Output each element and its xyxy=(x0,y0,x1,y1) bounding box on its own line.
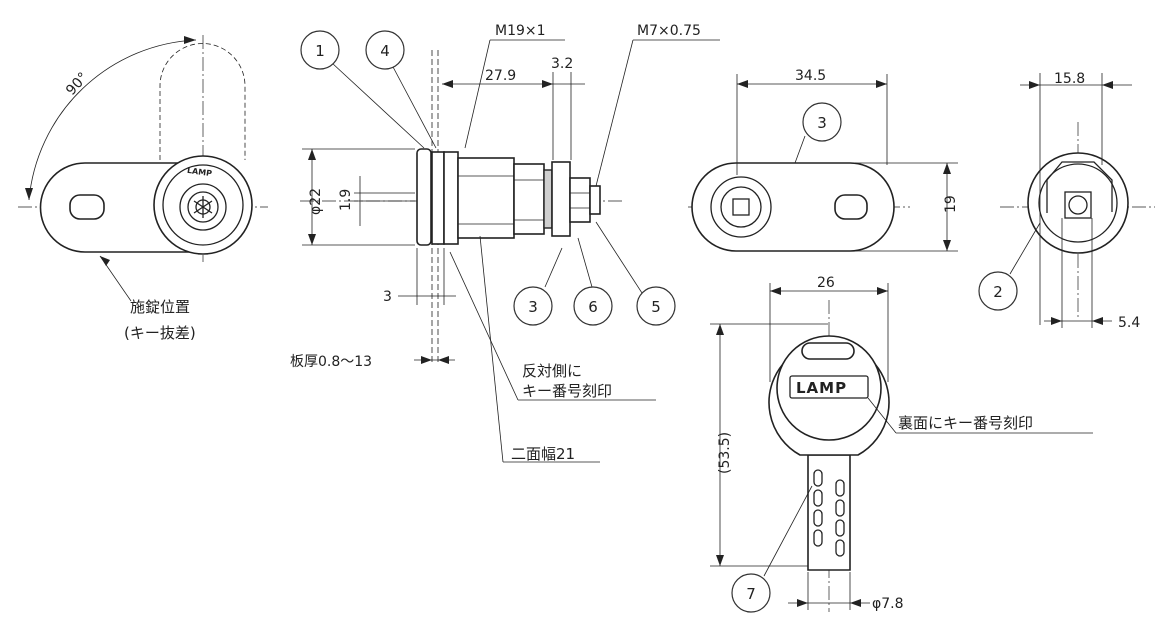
tip-length-label: 3.2 xyxy=(551,56,573,72)
key-insert-label: (キー抜差) xyxy=(124,324,196,342)
callout-5-number: 5 xyxy=(651,298,661,316)
callout-3-side: 3 xyxy=(513,286,553,326)
lock-position-label: 施錠位置 xyxy=(130,298,190,316)
front-width-label: 15.8 xyxy=(1054,71,1085,87)
cam-width-label: 19 xyxy=(943,195,959,213)
callout-4: 4 xyxy=(365,30,405,70)
opposite-note-2: キー番号刻印 xyxy=(522,382,612,400)
callout-2: 2 xyxy=(978,271,1018,311)
view-side: φ22 1.9 27.9 3.2 M19×1 M7×0.75 3 板厚0.8～1… xyxy=(290,23,720,463)
key-width-label: 26 xyxy=(817,275,835,291)
tip-thread-label: M7×0.75 xyxy=(637,23,701,39)
back-engrave-note: 裏面にキー番号刻印 xyxy=(898,414,1033,432)
panel-thickness-label: 板厚0.8～13 xyxy=(290,354,372,370)
face-logo: LAMP xyxy=(186,166,212,178)
flats-note: 二面幅21 xyxy=(511,445,575,463)
callout-3-cam-number: 3 xyxy=(817,114,827,132)
front-offset-label: 5.4 xyxy=(1118,315,1140,331)
callout-5: 5 xyxy=(636,286,676,326)
callout-1: 1 xyxy=(300,30,340,70)
view-lock-position: 90° LAMP 施錠位置 (キー抜差) xyxy=(18,35,268,342)
body-length-label: 27.9 xyxy=(485,68,516,84)
key-diameter-label: φ7.8 xyxy=(872,596,904,612)
callout-2-number: 2 xyxy=(993,283,1003,301)
key-cuts xyxy=(813,469,845,557)
angle-label: 90° xyxy=(63,70,92,99)
callout-7-number: 7 xyxy=(746,585,756,603)
callout-6: 6 xyxy=(573,286,613,326)
key-length-label: (53.5) xyxy=(717,432,733,474)
view-front-right: 15.8 5.4 xyxy=(1000,71,1155,331)
view-cam: 34.5 19 xyxy=(688,68,959,252)
callout-7: 7 xyxy=(731,573,771,613)
callout-3-cam: 3 xyxy=(802,102,842,142)
callout-1-number: 1 xyxy=(315,42,325,60)
callout-3-side-number: 3 xyxy=(528,298,538,316)
flange-diameter-label: φ22 xyxy=(308,188,324,215)
key-logo: LAMP xyxy=(796,379,847,397)
callout-4-number: 4 xyxy=(380,42,390,60)
cam-length-label: 34.5 xyxy=(795,68,826,84)
view-key: LAMP 26 (53.5) φ7.8 xyxy=(710,275,1093,612)
offset-label: 1.9 xyxy=(338,189,354,211)
callout-6-number: 6 xyxy=(588,298,598,316)
opposite-note-1: 反対側に xyxy=(522,362,582,380)
flange-thickness-label: 3 xyxy=(383,289,392,305)
main-thread-label: M19×1 xyxy=(495,23,546,39)
